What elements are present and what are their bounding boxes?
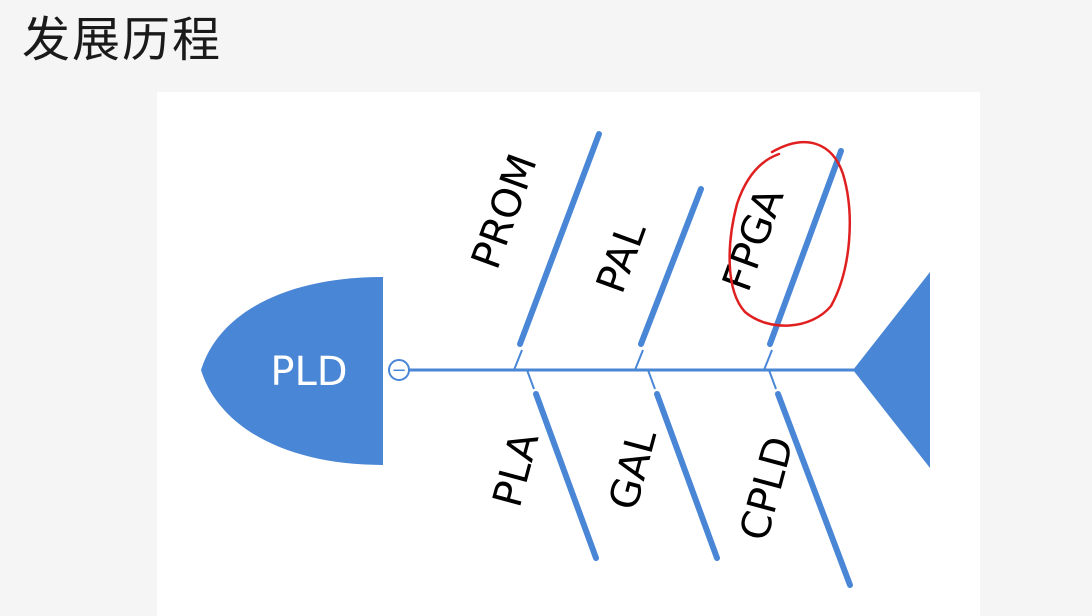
fish-head-shape [201,277,383,465]
top-branch-pal [634,186,704,371]
highlight-circle-annotation [728,140,851,327]
branch-label-gal: GAL [601,424,666,514]
fishbone-diagram: PLD − [201,131,930,588]
bottom-branch-pla [526,369,599,561]
bottom-branch-gal [647,369,720,561]
branch-label-pal: PAL [588,216,656,299]
fish-head-label: PLD [270,349,347,395]
branch-label-prom: PROM [463,148,547,275]
bottom-branch-cpld [768,369,853,588]
top-branch-prom [513,131,602,371]
branch-label-cpld: CPLD [732,432,804,545]
fish-tail [853,272,930,468]
collapse-toggle-icon[interactable]: − [391,360,406,381]
top-branch-fpga [763,148,844,371]
branch-label-pla: PLA [485,427,549,512]
page-title: 发展历程 [22,12,223,68]
branch-label-fpga: FPGA [714,182,794,297]
fishbone-diagram-panel: PLD − [157,92,980,616]
